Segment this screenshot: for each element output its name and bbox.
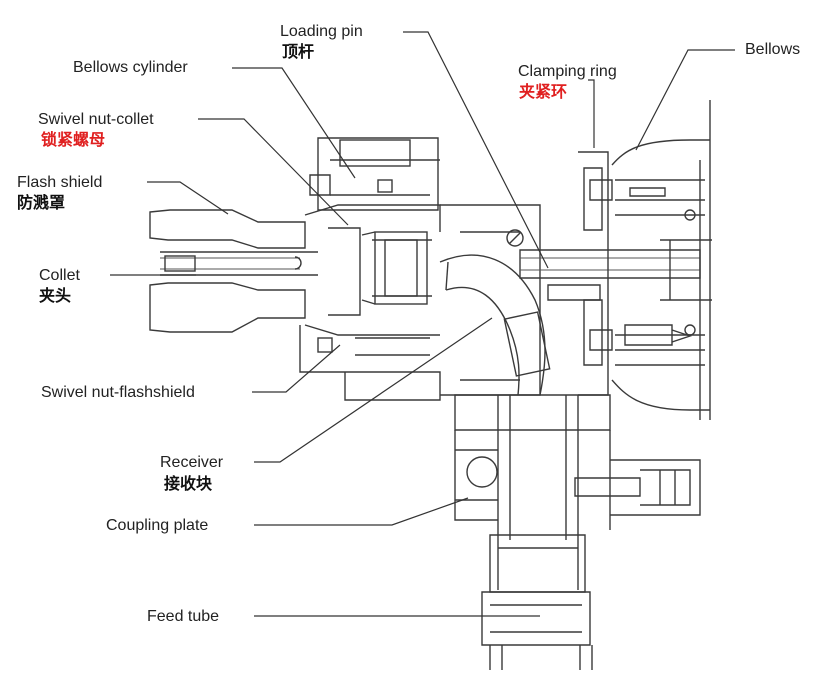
label-feed-tube: Feed tube — [147, 608, 219, 625]
label-bellows-cylinder: Bellows cylinder — [73, 59, 188, 76]
leader-flash-shield — [147, 181, 229, 215]
leader-bellows-cylinder — [232, 67, 356, 179]
label-swivel-nut-flashshield: Swivel nut-flashshield — [41, 384, 195, 401]
label-swivel-nut-collet: Swivel nut-collet — [38, 111, 154, 128]
label-flash-shield-cn: 防溅罩 — [17, 193, 65, 212]
leader-loading-pin — [403, 31, 549, 269]
label-receiver: Receiver — [160, 454, 224, 471]
label-swivel-nut-collet-cn: 锁紧螺母 — [41, 130, 105, 149]
leader-swivel-nut-collet — [198, 118, 349, 226]
labels: Loading pin 顶杆 Bellows cylinder Clamping… — [17, 23, 800, 625]
label-bellows: Bellows — [745, 41, 800, 58]
label-loading-pin-cn: 顶杆 — [282, 42, 314, 61]
label-flash-shield: Flash shield — [17, 174, 102, 191]
leader-bellows — [635, 49, 735, 151]
label-collet-cn: 夹头 — [39, 286, 71, 305]
leader-receiver — [254, 317, 493, 463]
mechanical-drawing — [149, 100, 712, 670]
leader-swivel-nut-flashshield — [252, 344, 341, 393]
label-receiver-cn: 接收块 — [164, 474, 213, 493]
leader-coupling-plate — [254, 497, 469, 526]
label-clamping-ring-cn: 夹紧环 — [519, 82, 567, 101]
leader-lines — [110, 31, 735, 617]
label-loading-pin: Loading pin — [280, 23, 363, 40]
label-collet: Collet — [39, 267, 80, 284]
label-clamping-ring: Clamping ring — [518, 63, 617, 80]
leader-clamping-ring — [588, 79, 595, 148]
label-coupling-plate: Coupling plate — [106, 517, 208, 534]
